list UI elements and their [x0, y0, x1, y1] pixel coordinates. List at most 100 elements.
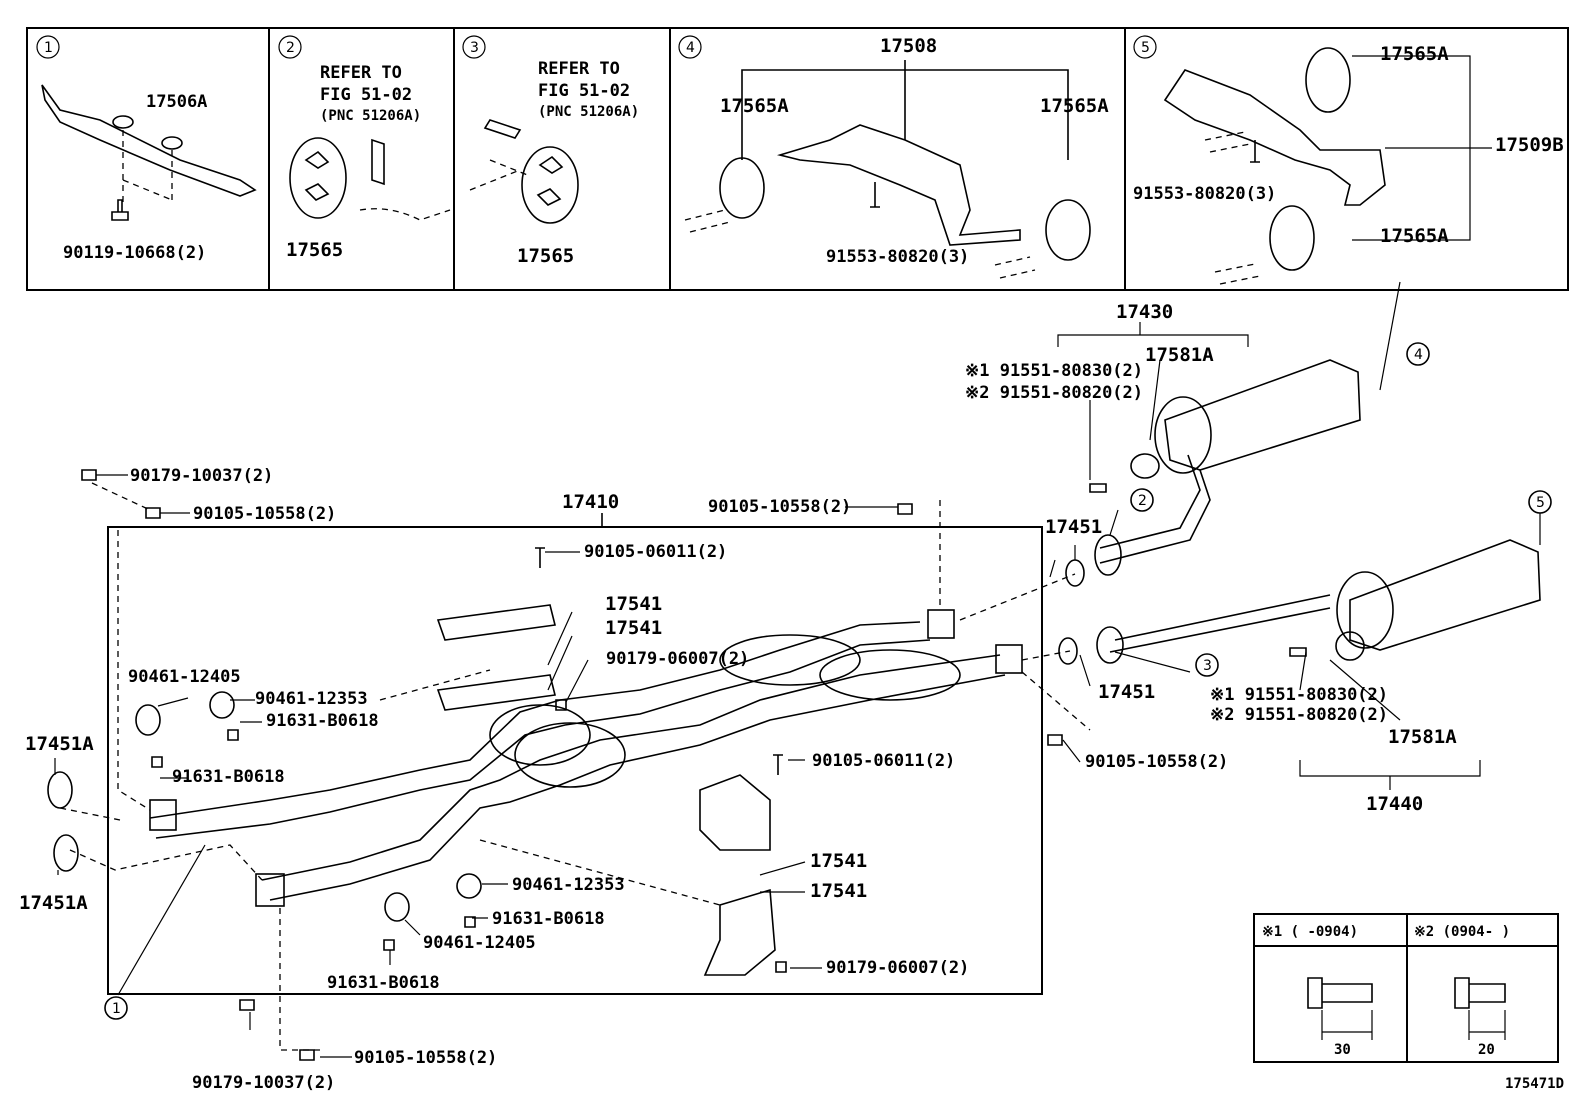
- bracket-drawing: [41, 84, 257, 197]
- part-label: 90461-12405: [423, 933, 536, 953]
- nut: [239, 999, 255, 1011]
- nut: [81, 469, 97, 481]
- clamp: [384, 892, 410, 922]
- sub-muffler: [719, 634, 861, 686]
- gasket: [1058, 637, 1078, 665]
- part-label: 17509B: [1495, 134, 1564, 156]
- inset-marker: 3: [470, 40, 479, 56]
- part-label: ※1 91551-80830(2): [965, 361, 1143, 381]
- front-pipe-box: [107, 526, 1043, 995]
- part-label: 17565: [286, 239, 343, 261]
- bolt: [773, 754, 783, 775]
- main-muffler-upper: [1164, 359, 1361, 471]
- part-label: 17565A: [1380, 225, 1449, 247]
- flange: [995, 644, 1023, 674]
- refer-text: (PNC 51206A): [320, 108, 421, 124]
- part-label: 17565A: [720, 95, 789, 117]
- marker-circle: [36, 35, 60, 59]
- part-label: 90179-06007(2): [606, 649, 749, 669]
- part-label: 90461-12405: [128, 667, 241, 687]
- part-label: 91631-B0618: [266, 711, 379, 731]
- inset-panels: [26, 27, 1569, 291]
- hanger-rubber: [1305, 47, 1351, 113]
- part-label: 90105-06011(2): [584, 542, 727, 562]
- part-label: 17508: [880, 35, 937, 57]
- refer-text: FIG 51-02: [320, 85, 412, 105]
- part-label: 90461-12353: [512, 875, 625, 895]
- part-label: 90105-10558(2): [193, 504, 336, 524]
- part-label: 17581A: [1388, 726, 1457, 748]
- part-label: 90105-10558(2): [1085, 752, 1228, 772]
- inset-marker: 4: [686, 40, 695, 56]
- part-label: 91631-B0618: [327, 973, 440, 993]
- hanger-rubber: [521, 146, 579, 224]
- marker-2: 2: [1138, 493, 1147, 509]
- part-label: ※2 91551-80820(2): [1210, 705, 1388, 725]
- part-label: 91553-80820(3): [1133, 184, 1276, 204]
- front-pipe-upper: [149, 621, 921, 819]
- marker-3: 3: [1203, 658, 1212, 674]
- part-label: 90105-06011(2): [812, 751, 955, 771]
- flange: [255, 873, 285, 907]
- hanger-rubber: [1045, 199, 1091, 261]
- clamp: [1335, 631, 1365, 661]
- inset-4: 4 17508 17565A 17565A 91553-80820(3): [678, 35, 1109, 279]
- inset-5: 5 17565A 17509B 91553-80820(3) 17565A: [1133, 35, 1564, 285]
- bolt: [535, 547, 545, 568]
- bracket-drawing: [1163, 69, 1386, 206]
- pipe-end: [1094, 534, 1122, 576]
- hanger-rubber: [719, 157, 765, 219]
- part-label: 17565A: [1380, 43, 1449, 65]
- refer-text: REFER TO: [320, 63, 402, 83]
- part-label: 17451: [1045, 516, 1102, 538]
- clamp: [135, 704, 161, 736]
- part-label: 17541: [605, 617, 662, 639]
- clamp: [456, 873, 482, 899]
- assembly-label: 17410: [562, 491, 619, 513]
- hanger-rubber: [289, 137, 347, 219]
- inset-marker: 5: [1141, 40, 1150, 56]
- part-label: 90179-10037(2): [192, 1073, 335, 1093]
- bolt: [1289, 647, 1307, 657]
- part-label: 17451A: [19, 892, 88, 914]
- figure-code: 175471D: [1505, 1076, 1564, 1092]
- clamp: [209, 691, 235, 719]
- bolt-legend: ※1 ( -0904) ※2 (0904- ) 30 20: [1253, 913, 1559, 1063]
- part-label: 17451A: [25, 733, 94, 755]
- inset-marker: 2: [286, 40, 295, 56]
- refer-text: (PNC 51206A): [538, 104, 639, 120]
- part-label: 17565A: [1040, 95, 1109, 117]
- bolt: [299, 1049, 315, 1061]
- refer-text: REFER TO: [538, 59, 620, 79]
- part-label: 90461-12353: [255, 689, 368, 709]
- assembly-label: 17430: [1116, 301, 1173, 323]
- part-label: 17541: [810, 850, 867, 872]
- part-label: 90179-10037(2): [130, 466, 273, 486]
- refer-text: FIG 51-02: [538, 81, 630, 101]
- catalytic-converter: [489, 704, 591, 766]
- bolt: [1089, 483, 1107, 493]
- nut: [775, 961, 787, 973]
- part-label: ※2 91551-80820(2): [965, 383, 1143, 403]
- part-label: 91553-80820(3): [826, 247, 969, 267]
- assembly-label: 17440: [1366, 793, 1423, 815]
- main-muffler-lower: [1349, 539, 1541, 651]
- bolt: [1047, 734, 1063, 746]
- part-label: 17541: [605, 593, 662, 615]
- inset-marker: 1: [44, 40, 53, 56]
- inset-2: 2 REFER TO FIG 51-02 (PNC 51206A) 17565: [278, 35, 451, 261]
- legend-header: ※1 ( -0904): [1262, 924, 1358, 940]
- part-label: 17506A: [146, 92, 207, 112]
- part-label: 17565: [517, 245, 574, 267]
- clamp: [1130, 453, 1160, 479]
- part-label: 17541: [810, 880, 867, 902]
- inset-3: 3 REFER TO FIG 51-02 (PNC 51206A) 17565: [462, 35, 639, 267]
- bracket-drawing: [776, 124, 1021, 246]
- nut: [555, 699, 567, 711]
- legend-header: ※2 (0904- ): [1414, 924, 1510, 940]
- heat-insulator: [436, 604, 556, 641]
- part-label: 17581A: [1145, 344, 1214, 366]
- part-label: ※1 91551-80830(2): [1210, 685, 1388, 705]
- pipe-end: [1096, 626, 1124, 664]
- main-diagram: 17410 17430: [19, 281, 1552, 1093]
